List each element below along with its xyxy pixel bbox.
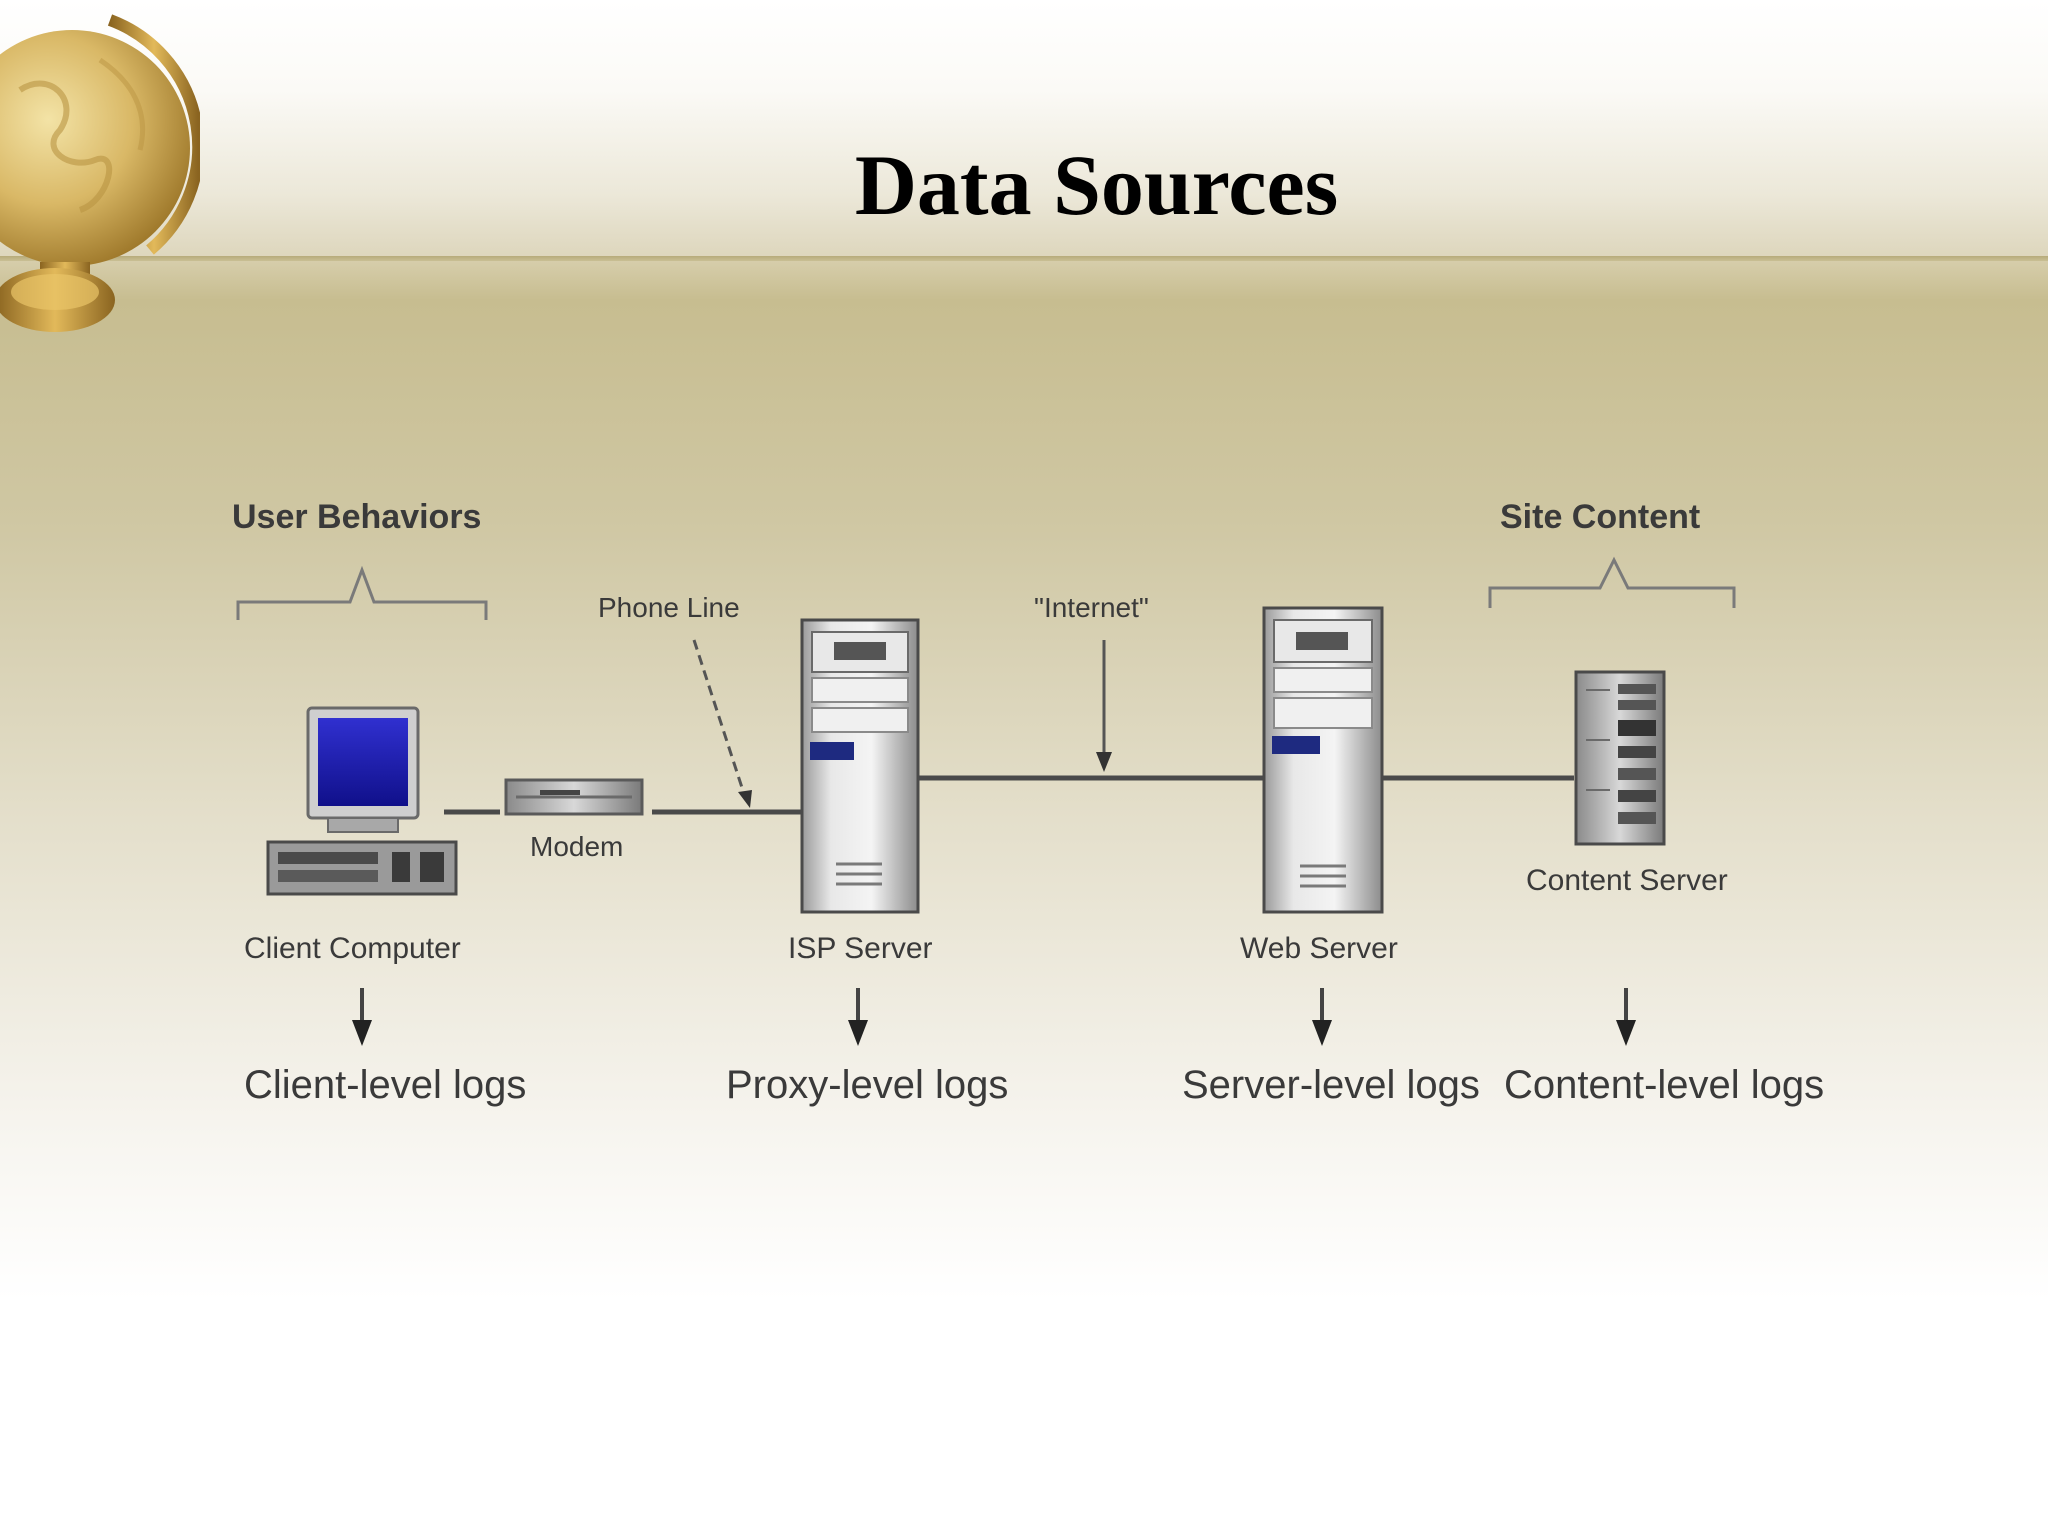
rack-server-icon	[1574, 670, 1666, 846]
phone-line-label: Phone Line	[598, 592, 740, 623]
web-server-label: Web Server	[1240, 932, 1398, 965]
server-tower-icon	[1262, 606, 1384, 914]
header-band	[0, 0, 2048, 258]
server-tower-icon	[800, 618, 920, 914]
server-level-logs-label: Server-level logs	[1182, 1063, 1480, 1107]
down-arrow-icon	[1312, 988, 1332, 1046]
phone-line-pointer-arrowhead	[738, 790, 752, 808]
down-arrow-icon	[352, 988, 372, 1046]
globe-icon	[0, 14, 200, 332]
internet-pointer-arrowhead	[1096, 752, 1112, 772]
modem-icon	[504, 778, 644, 816]
content-server-label: Content Server	[1526, 864, 1728, 897]
client-computer-label: Client Computer	[244, 932, 461, 965]
site-content-label: Site Content	[1500, 498, 1700, 536]
slide-title: Data Sources	[854, 137, 1339, 233]
phone-line-pointer	[692, 639, 748, 801]
modem-label: Modem	[530, 831, 623, 862]
content-level-logs-label: Content-level logs	[1504, 1063, 1824, 1107]
user-behaviors-brace	[236, 565, 488, 620]
isp-server-label: ISP Server	[788, 932, 933, 965]
computer-icon	[266, 706, 458, 896]
client-level-logs-label: Client-level logs	[244, 1063, 526, 1107]
down-arrow-icon	[1616, 988, 1636, 1046]
internet-label: "Internet"	[1034, 592, 1149, 623]
header-divider	[0, 256, 2048, 261]
proxy-level-logs-label: Proxy-level logs	[726, 1063, 1008, 1107]
down-arrow-icon	[848, 988, 868, 1046]
site-content-brace	[1488, 556, 1736, 608]
user-behaviors-label: User Behaviors	[232, 498, 481, 536]
